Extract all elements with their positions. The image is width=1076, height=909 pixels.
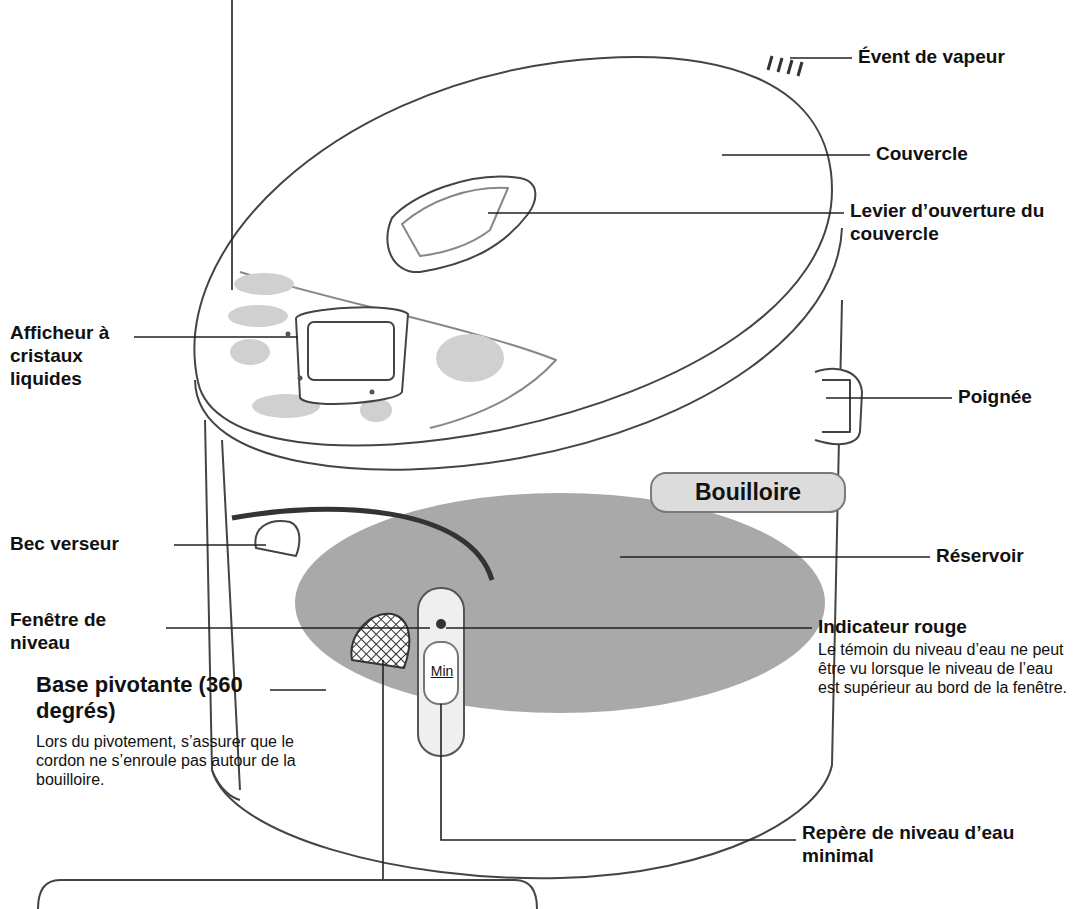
badge-text: Bouilloire — [695, 479, 801, 505]
part-label: Base pivotante (360 degrés) — [36, 672, 268, 725]
part-label: Couvercle — [876, 143, 1066, 166]
part-label: Fenêtre de niveau — [10, 609, 164, 655]
part-label: Levier d’ouverture du couvercle — [850, 200, 1072, 246]
part-label: Indicateur rouge — [818, 616, 1072, 639]
part-label: Afficheur à cristaux liquides — [10, 322, 136, 390]
title-badge: Bouilloire — [650, 472, 846, 513]
part-label: Poignée — [958, 386, 1070, 409]
note-text: Le témoin du niveau d’eau ne peut être v… — [818, 640, 1070, 698]
part-label: Réservoir — [936, 545, 1072, 568]
part-label: Repère de niveau d’eau minimal — [802, 822, 1070, 868]
part-label: Évent de vapeur — [858, 46, 1068, 69]
part-label: Bec verseur — [10, 533, 172, 556]
window-mark: Min — [428, 663, 456, 680]
note-text: Lors du pivotement, s’assurer que le cor… — [36, 732, 306, 790]
